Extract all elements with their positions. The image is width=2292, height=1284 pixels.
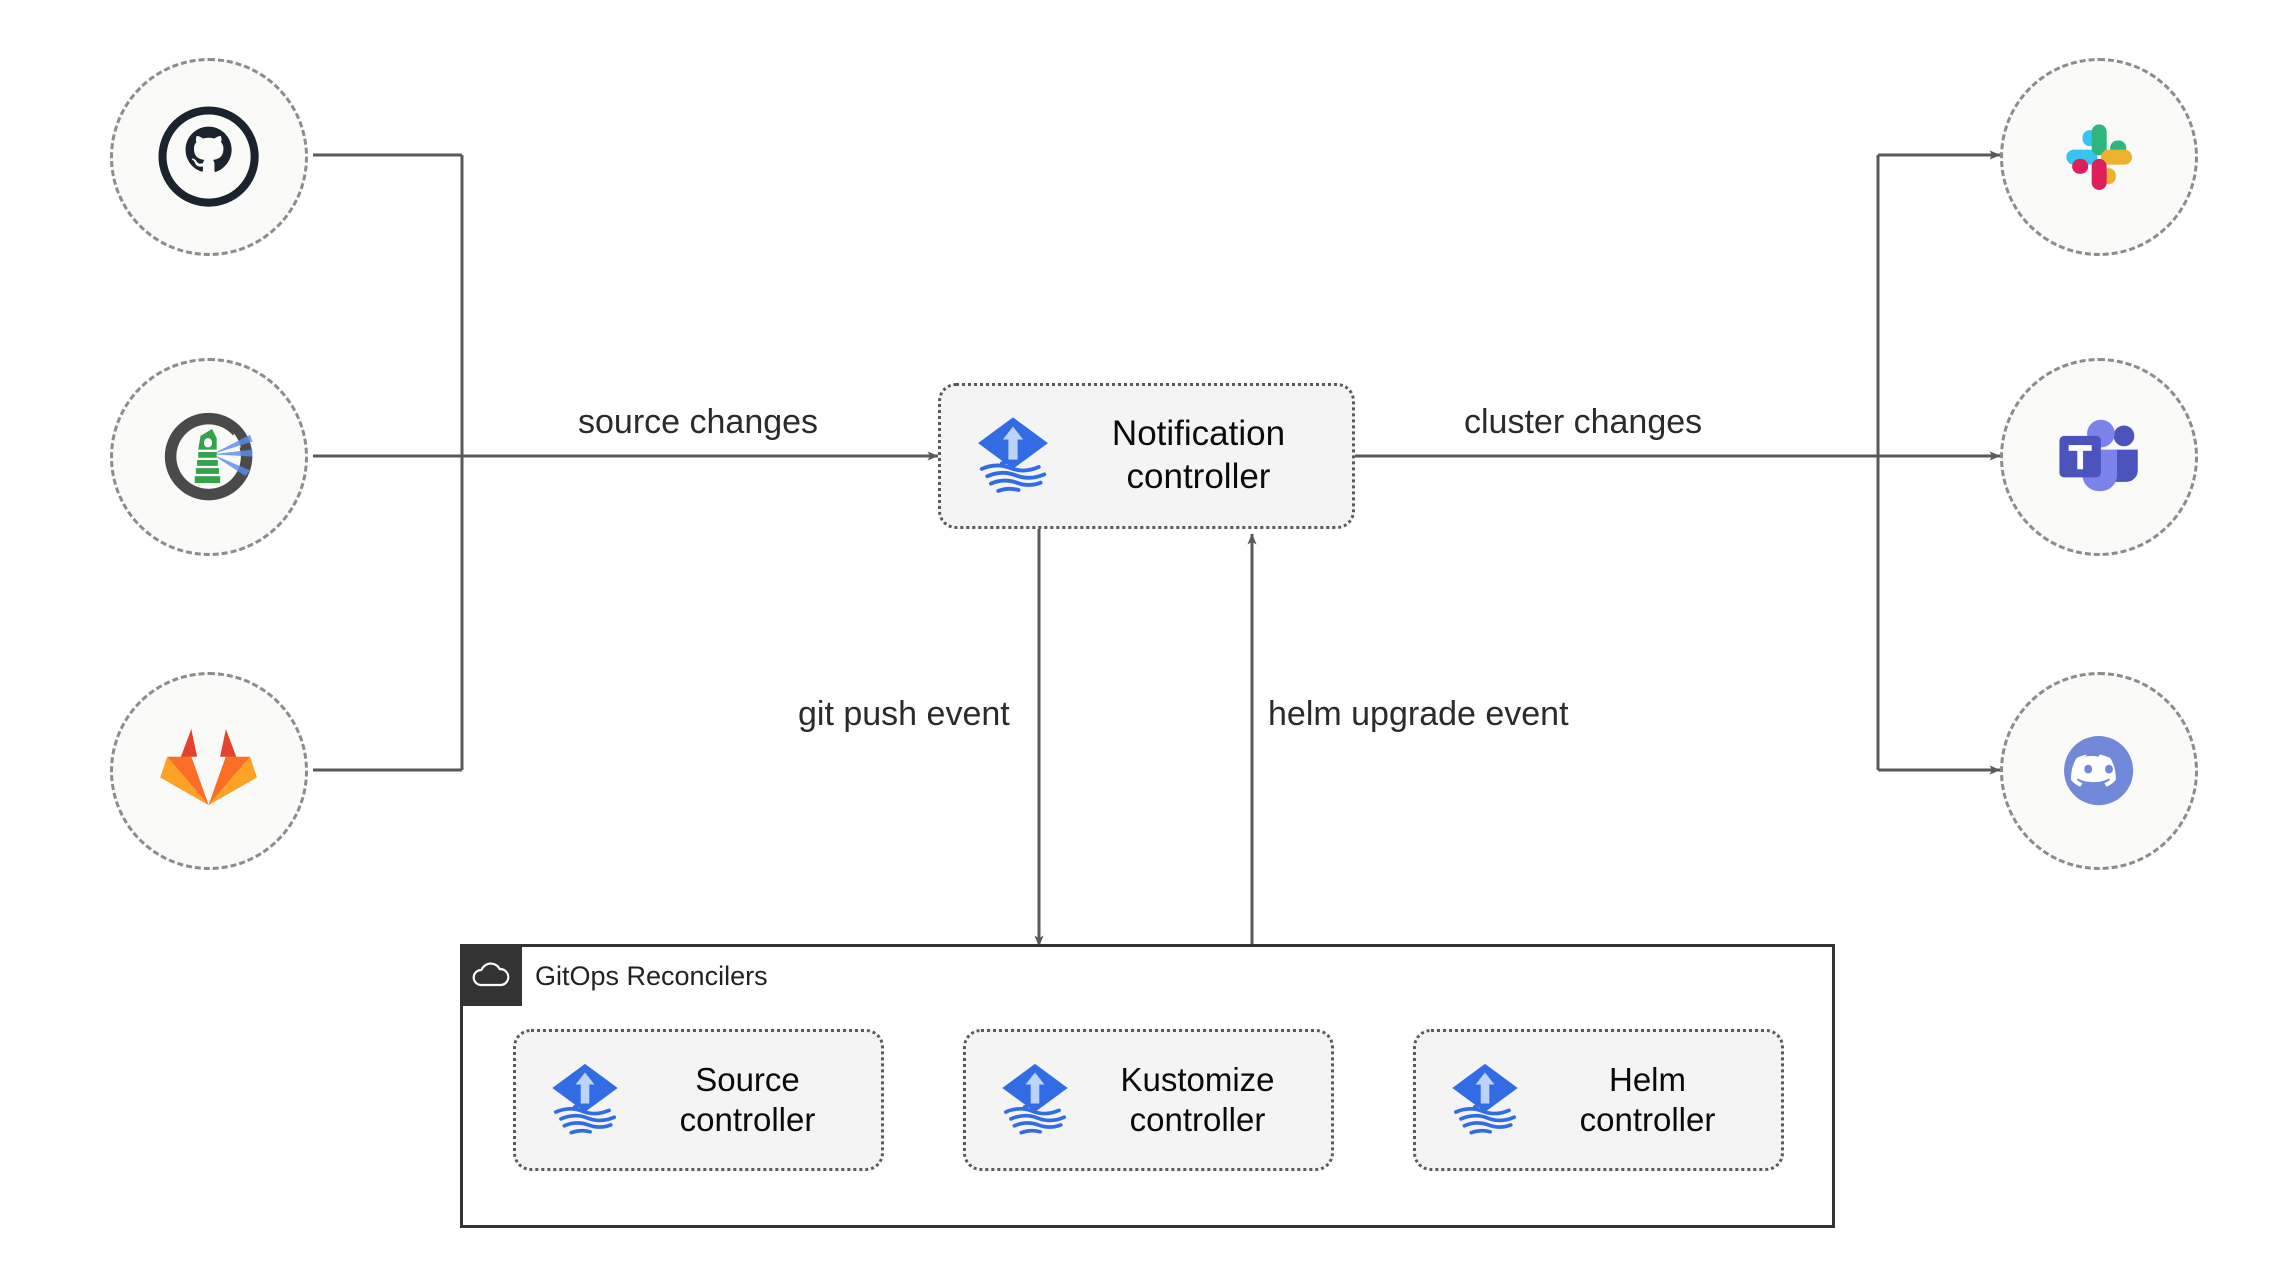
edge-label-helm-upgrade-event: helm upgrade event [1268, 695, 1569, 733]
edge-label-cluster-changes: cluster changes [1464, 403, 1703, 441]
notification-controller-label-line1: Notification [1111, 414, 1286, 454]
discord-logo [2064, 736, 2134, 806]
kustomize-controller-label-line2: controller [1129, 1101, 1266, 1138]
source-controller-label-line2: controller [679, 1101, 816, 1138]
kustomize-controller-label-line1: Kustomize [1120, 1060, 1275, 1098]
flux-logo [1002, 1063, 1068, 1135]
helm-controller-label-line1: Helm [1608, 1060, 1686, 1098]
teams-logo [2059, 420, 2139, 492]
source-node-flux[interactable] [110, 358, 308, 556]
edge-label-source-changes: source changes [578, 403, 819, 441]
source-node-github[interactable] [110, 58, 308, 256]
destination-node-teams[interactable] [2000, 358, 2198, 556]
source-node-gitlab[interactable] [110, 672, 308, 870]
flux-logo [1452, 1063, 1518, 1135]
flux-lighthouse-logo [165, 413, 253, 501]
notification-controller-box[interactable]: Notification controller [938, 383, 1355, 529]
edge-label-git-push-event: git push event [798, 695, 1010, 733]
destination-node-discord[interactable] [2000, 672, 2198, 870]
slack-logo [2066, 124, 2133, 191]
container-title: GitOps Reconcilers [535, 961, 768, 991]
helm-controller-label-line2: controller [1579, 1101, 1716, 1138]
notification-controller-label-line2: controller [1126, 457, 1271, 496]
destination-node-slack[interactable] [2000, 58, 2198, 256]
source-controller-box[interactable]: Source controller [513, 1029, 884, 1171]
source-controller-label-line1: Source [695, 1060, 800, 1098]
cloud-icon [472, 962, 510, 987]
helm-controller-box[interactable]: Helm controller [1413, 1029, 1784, 1171]
flux-logo [552, 1063, 618, 1135]
kustomize-controller-box[interactable]: Kustomize controller [963, 1029, 1334, 1171]
github-logo [158, 106, 260, 208]
cloud-icon-badge [460, 944, 522, 1006]
gitlab-logo [160, 729, 258, 806]
flux-logo [978, 417, 1048, 493]
